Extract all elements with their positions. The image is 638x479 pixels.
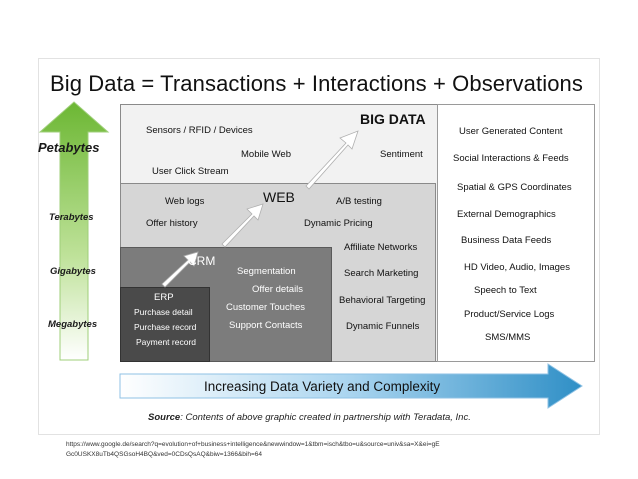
web-item: Search Marketing <box>344 268 419 279</box>
web-item: Offer history <box>146 218 198 229</box>
page-title: Big Data = Transactions + Interactions +… <box>50 71 583 96</box>
footer-url: https://www.google.de/search?q=evolution… <box>66 441 440 458</box>
erp-item: Payment record <box>136 337 196 347</box>
web-item: Dynamic Funnels <box>346 321 420 332</box>
big-data-item: Sensors / RFID / Devices <box>146 125 253 136</box>
arrow-crm-web <box>221 203 264 248</box>
axis-gigabytes: Gigabytes <box>50 266 96 277</box>
crm-item: Customer Touches <box>226 302 306 313</box>
big-data-label: BIG DATA <box>360 111 426 127</box>
observation-item: User Generated Content <box>459 126 563 137</box>
source-text: : Contents of above graphic created in p… <box>180 412 471 423</box>
erp-label: ERP <box>154 292 174 303</box>
arrow-erp-crm <box>161 251 199 288</box>
crm-item: Support Contacts <box>229 320 303 331</box>
observation-item: Speech to Text <box>474 285 537 296</box>
axis-megabytes: Megabytes <box>48 319 98 330</box>
variety-arrow <box>119 363 583 409</box>
crm-item: Segmentation <box>237 266 296 277</box>
crm-label: CRM <box>188 254 216 268</box>
observation-item: Business Data Feeds <box>461 235 552 246</box>
web-item: Dynamic Pricing <box>304 218 373 229</box>
big-data-item: Sentiment <box>380 149 423 160</box>
web-item: Affiliate Networks <box>344 242 418 253</box>
source-note: Source: Contents of above graphic create… <box>148 412 471 423</box>
web-item: A/B testing <box>336 196 382 207</box>
web-item: Web logs <box>165 196 205 207</box>
observation-item: External Demographics <box>457 209 556 220</box>
axis-terabytes: Terabytes <box>49 212 94 223</box>
observation-item: HD Video, Audio, Images <box>464 262 570 273</box>
source-label: Source <box>148 412 181 423</box>
arrow-web-bigdata <box>305 130 359 190</box>
erp-item: Purchase record <box>134 322 197 332</box>
erp-item: Purchase detail <box>134 307 193 317</box>
observation-item: Spatial & GPS Coordinates <box>457 182 572 193</box>
web-label: WEB <box>263 189 295 205</box>
volume-up-arrow <box>38 101 110 361</box>
observation-item: Social Interactions & Feeds <box>453 153 569 164</box>
web-item: Behavioral Targeting <box>339 295 426 306</box>
axis-petabytes: Petabytes <box>38 140 100 155</box>
observation-item: Product/Service Logs <box>464 309 555 320</box>
crm-item: Offer details <box>252 284 304 295</box>
big-data-item: User Click Stream <box>152 166 229 177</box>
big-data-item: Mobile Web <box>241 149 291 160</box>
variety-arrow-label: Increasing Data Variety and Complexity <box>204 379 441 394</box>
erp-box <box>120 287 210 362</box>
observations-column <box>437 104 595 362</box>
observation-item: SMS/MMS <box>485 332 531 343</box>
